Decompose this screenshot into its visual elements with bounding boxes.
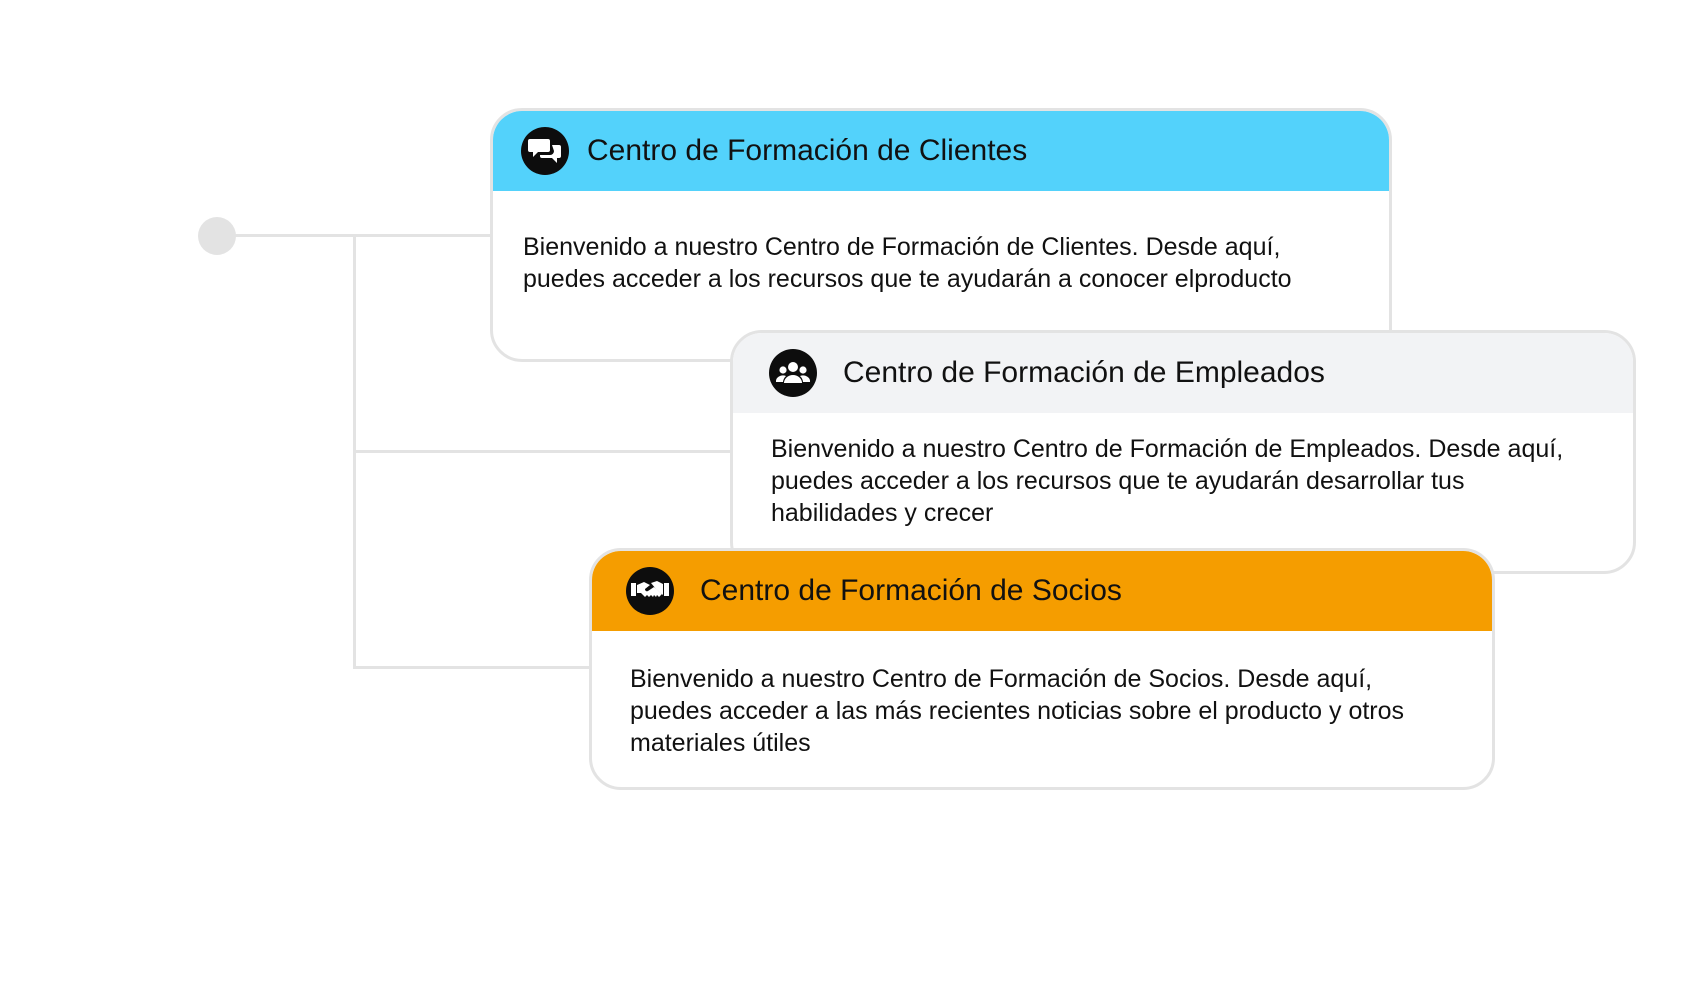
card-empleados-description: Bienvenido a nuestro Centro de Formación… bbox=[771, 435, 1564, 527]
connector-line-root bbox=[216, 234, 496, 237]
card-clientes-header: Centro de Formación de Clientes bbox=[493, 111, 1389, 191]
connector-line-empleados bbox=[353, 450, 733, 453]
card-clientes-title: Centro de Formación de Clientes bbox=[587, 134, 1028, 167]
card-socios[interactable]: Centro de Formación de Socios Bienvenido… bbox=[589, 548, 1495, 790]
card-socios-description: Bienvenido a nuestro Centro de Formación… bbox=[630, 665, 1405, 757]
card-clientes[interactable]: Centro de Formación de Clientes Bienveni… bbox=[490, 108, 1392, 362]
card-empleados[interactable]: Centro de Formación de Empleados Bienven… bbox=[730, 330, 1636, 574]
card-socios-title: Centro de Formación de Socios bbox=[700, 574, 1122, 607]
card-socios-header: Centro de Formación de Socios bbox=[592, 551, 1492, 631]
card-empleados-header: Centro de Formación de Empleados bbox=[733, 333, 1633, 413]
handshake-icon bbox=[626, 567, 674, 615]
card-empleados-title: Centro de Formación de Empleados bbox=[843, 356, 1325, 389]
connector-root-node bbox=[198, 217, 236, 255]
connector-line-socios bbox=[353, 666, 593, 669]
card-clientes-description: Bienvenido a nuestro Centro de Formación… bbox=[523, 233, 1292, 293]
chat-bubbles-icon bbox=[521, 127, 569, 175]
people-group-icon bbox=[769, 349, 817, 397]
